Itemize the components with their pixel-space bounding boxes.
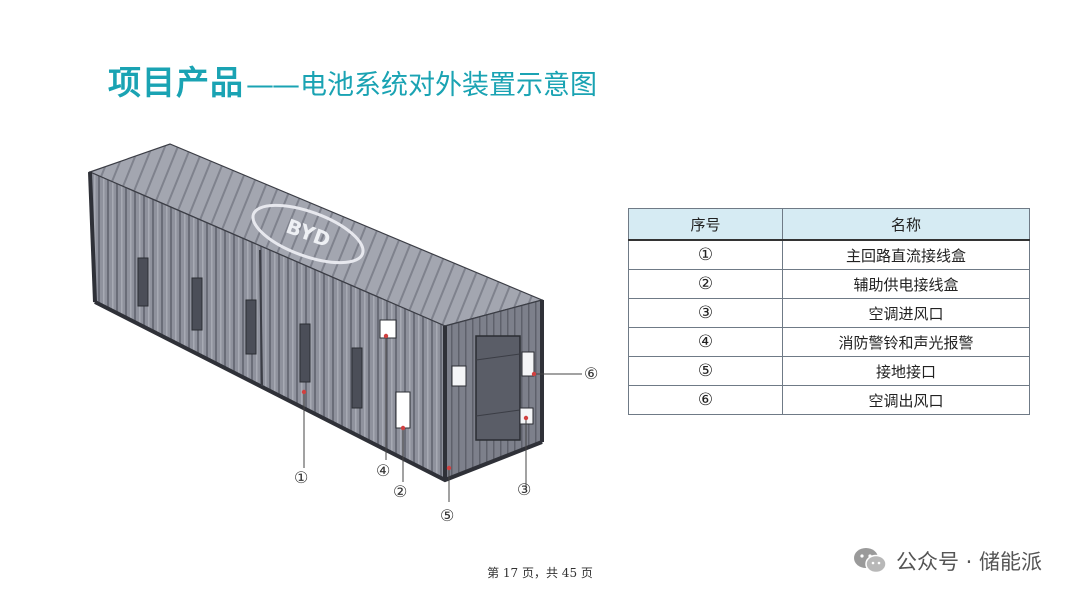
callout-2: ② bbox=[393, 482, 408, 501]
row-number: ② bbox=[628, 269, 783, 299]
slide-title: 项目产品 —— 电池系统对外装置示意图 bbox=[108, 56, 597, 104]
callout-1: ① bbox=[294, 468, 309, 487]
title-subtitle: 电池系统对外装置示意图 bbox=[300, 70, 597, 101]
row-number: ⑥ bbox=[628, 385, 783, 415]
page-number: 第 17 页，共 45 页 bbox=[487, 566, 593, 580]
row-number: ① bbox=[628, 239, 783, 270]
header-number: 序号 bbox=[628, 208, 783, 241]
wechat-icon bbox=[853, 548, 887, 574]
row-name: 辅助供电接线盒 bbox=[782, 269, 1030, 299]
header-name: 名称 bbox=[782, 208, 1030, 241]
row-name: 空调进风口 bbox=[782, 298, 1030, 328]
title-main: 项目产品 bbox=[108, 63, 244, 102]
callout-4: ④ bbox=[376, 461, 391, 480]
table-row: ⑤ 接地接口 bbox=[628, 356, 1030, 386]
legend-table: 序号 名称 ① 主回路直流接线盒 ② 辅助供电接线盒 ③ 空调进风口 ④ 消防警… bbox=[628, 208, 1030, 415]
callout-3: ③ bbox=[517, 480, 532, 499]
row-name: 空调出风口 bbox=[782, 385, 1030, 415]
title-dash: —— bbox=[246, 68, 300, 101]
row-name: 主回路直流接线盒 bbox=[782, 239, 1030, 270]
watermark: 公众号 · 储能派 bbox=[852, 546, 1042, 576]
callout-6: ⑥ bbox=[584, 364, 599, 383]
table-row: ④ 消防警铃和声光报警 bbox=[628, 327, 1030, 357]
row-number: ③ bbox=[628, 298, 783, 328]
row-number: ④ bbox=[628, 327, 783, 357]
watermark-text: 公众号 · 储能派 bbox=[895, 550, 1042, 574]
callout-5: ⑤ bbox=[440, 506, 455, 525]
container-illustration: BYD bbox=[88, 143, 582, 502]
row-name: 消防警铃和声光报警 bbox=[782, 327, 1030, 357]
table-row: ③ 空调进风口 bbox=[628, 298, 1030, 328]
row-name: 接地接口 bbox=[782, 356, 1030, 386]
table-row: ① 主回路直流接线盒 bbox=[628, 239, 1030, 270]
row-number: ⑤ bbox=[628, 356, 783, 386]
table-row: ⑥ 空调出风口 bbox=[628, 385, 1030, 415]
table-row: ② 辅助供电接线盒 bbox=[628, 269, 1030, 299]
container-diagram: BYD bbox=[80, 130, 640, 530]
table-header-row: 序号 名称 bbox=[628, 208, 1030, 241]
